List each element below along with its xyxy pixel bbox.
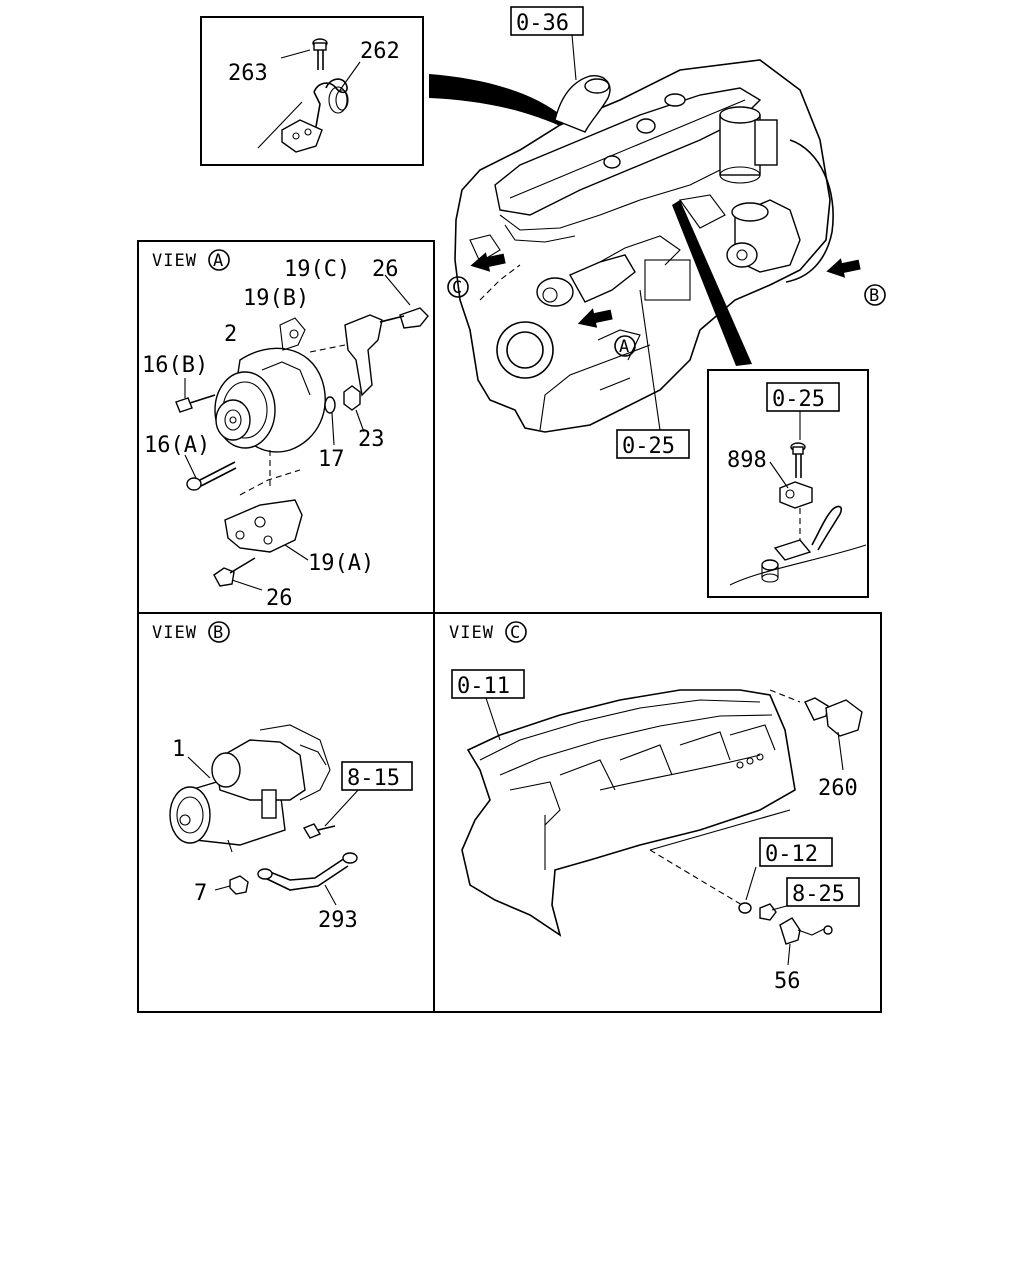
- svg-text:B: B: [869, 286, 880, 306]
- label-16b: 16(B): [142, 353, 208, 378]
- bolt-263-drawing: [312, 38, 328, 70]
- arrow-view-b: [826, 258, 861, 278]
- label-293: 293: [318, 908, 358, 933]
- label-898: 898: [727, 448, 767, 473]
- label-7: 7: [194, 881, 207, 906]
- view-b-title: VIEW: [152, 623, 197, 643]
- label-2: 2: [224, 322, 237, 347]
- ref-8-15: 8-15: [347, 766, 400, 791]
- label-263: 263: [228, 61, 268, 86]
- label-26-bottom: 26: [266, 586, 293, 611]
- label-56: 56: [774, 969, 801, 994]
- label-19c: 19(C): [284, 257, 350, 282]
- svg-text:A: A: [619, 337, 630, 357]
- cylinder-head-drawing: [461, 689, 796, 937]
- view-a-title: VIEW: [152, 251, 197, 271]
- sensor-pointer-wedge: [672, 200, 752, 366]
- detail-pointer-wedge: [429, 74, 565, 126]
- arrow-view-a: [577, 308, 613, 328]
- view-a-panel: VIEW A: [137, 240, 435, 613]
- label-23: 23: [358, 427, 385, 452]
- detail-box-bracket: 263 262: [200, 16, 424, 166]
- label-26-top: 26: [372, 257, 399, 282]
- label-260: 260: [818, 776, 858, 801]
- view-a-letter: A: [213, 251, 224, 271]
- view-b-letter: B: [213, 623, 224, 643]
- ref-0-25-main: 0-25: [622, 434, 675, 459]
- label-17: 17: [318, 447, 345, 472]
- view-c-panel: VIEW C 0-11 260: [433, 612, 882, 1013]
- starter-motor-drawing: [169, 724, 331, 853]
- label-19b: 19(B): [243, 286, 309, 311]
- marker-b: B: [864, 284, 886, 306]
- engine-main-drawing: 0-36: [447, 6, 886, 459]
- bracket-19c-drawing: [344, 314, 383, 397]
- view-c-title: VIEW: [449, 623, 494, 643]
- ref-0-25-detail: 0-25: [772, 387, 825, 412]
- bracket-plate-drawing: [281, 119, 323, 153]
- ref-0-12: 0-12: [765, 842, 818, 867]
- view-b-panel: VIEW B 8-15 1 7 29: [137, 612, 435, 1013]
- marker-a: A: [614, 335, 636, 357]
- label-16a: 16(A): [144, 433, 210, 458]
- ref-8-25: 8-25: [792, 882, 845, 907]
- svg-text:C: C: [452, 278, 463, 298]
- view-c-letter: C: [510, 623, 521, 643]
- ref-0-36: 0-36: [516, 11, 569, 36]
- ref-0-11: 0-11: [457, 674, 510, 699]
- marker-c: C: [447, 276, 469, 298]
- label-19a: 19(A): [308, 551, 374, 576]
- detail-box-sensor-898: 0-25 898: [707, 369, 869, 598]
- alternator-drawing: [214, 317, 326, 453]
- label-1: 1: [172, 737, 185, 762]
- label-262: 262: [360, 39, 400, 64]
- arrow-view-c: [470, 252, 506, 272]
